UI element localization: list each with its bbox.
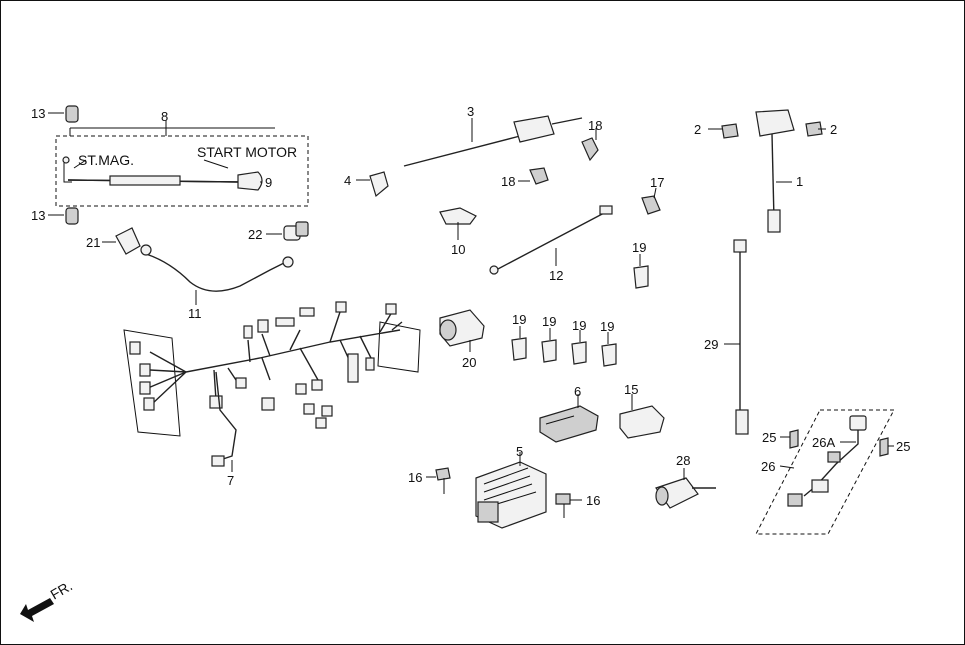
- callout-21: 21: [86, 235, 100, 250]
- relay-20: [439, 309, 485, 352]
- ignition-coil-28: [655, 468, 716, 509]
- callout-19-b: 19: [512, 312, 526, 327]
- bolt-17: [641, 187, 661, 215]
- ignition-wire-3: [403, 115, 583, 167]
- callout-9: 9: [265, 175, 272, 190]
- front-arrow-icon: [20, 598, 54, 622]
- callout-17: 17: [650, 175, 664, 190]
- bolt-18-mid: [518, 167, 549, 185]
- ground-cable-12: [489, 205, 613, 275]
- rubber-boot-21: [102, 227, 141, 255]
- callout-18-top: 18: [588, 118, 602, 133]
- callout-10: 10: [451, 242, 465, 257]
- sub-harness-29: [724, 239, 749, 435]
- callout-4: 4: [344, 173, 351, 188]
- callout-6: 6: [574, 384, 581, 399]
- fuse-holder-22: [266, 221, 309, 241]
- callout-8: 8: [161, 109, 168, 124]
- clip-19-e: [601, 332, 617, 367]
- bolt-2-left: [708, 123, 739, 139]
- callout-22: 22: [248, 227, 262, 242]
- callout-19-d: 19: [572, 318, 586, 333]
- battery-cable-11: [140, 244, 294, 305]
- caption-st-mag: ST.MAG.: [78, 152, 134, 168]
- callout-26a: 26A: [812, 435, 835, 450]
- screw-25-right: [879, 437, 894, 457]
- callout-25-right: 25: [896, 439, 910, 454]
- main-wire-harness-7: [123, 301, 421, 472]
- callout-7: 7: [227, 473, 234, 488]
- callout-18-mid: 18: [501, 174, 515, 189]
- callout-1: 1: [796, 174, 803, 189]
- callout-12: 12: [549, 268, 563, 283]
- callout-11: 11: [188, 306, 202, 321]
- callout-2-right: 2: [830, 122, 837, 137]
- connector-6: [539, 394, 599, 443]
- callout-28: 28: [676, 453, 690, 468]
- screw-25-left: [780, 429, 799, 449]
- callout-19-e: 19: [600, 319, 614, 334]
- callout-29: 29: [704, 337, 718, 352]
- clip-19-d: [571, 330, 587, 365]
- clip-19-c: [541, 328, 557, 363]
- callout-25-left: 25: [762, 430, 776, 445]
- leader-start-motor: [203, 159, 229, 169]
- callout-20: 20: [462, 355, 476, 370]
- bolt-2-right: [805, 121, 826, 137]
- callout-13-top: 13: [31, 106, 45, 121]
- callout-16-right: 16: [586, 493, 600, 508]
- regulator-5: [475, 452, 547, 529]
- callout-19-a: 19: [632, 240, 646, 255]
- clip-19-b: [511, 326, 527, 361]
- callout-19-c: 19: [542, 314, 556, 329]
- callout-16-left: 16: [408, 470, 422, 485]
- plug-cap-4: [356, 171, 389, 198]
- callout-26: 26: [761, 459, 775, 474]
- bolt-18-top: [581, 128, 599, 162]
- callout-3: 3: [467, 104, 474, 119]
- callout-5: 5: [516, 444, 523, 459]
- sensor-1: [755, 109, 795, 233]
- caption-start-motor: START MOTOR: [197, 144, 297, 160]
- callout-15: 15: [624, 382, 638, 397]
- cap-13-bottom: [48, 207, 79, 225]
- leader-st-mag: [73, 159, 87, 169]
- starter-cable: [62, 156, 263, 191]
- cap-13-top: [48, 105, 79, 123]
- bolt-16-right: [555, 493, 582, 518]
- callout-13-bottom: 13: [31, 208, 45, 223]
- caption-front: FR.: [48, 577, 76, 602]
- part-26-group-box: [755, 409, 895, 535]
- connector-15: [619, 394, 665, 439]
- clip-19-a: [633, 254, 649, 289]
- bolt-16-left: [426, 467, 451, 494]
- fuse-wire-26: [779, 415, 867, 507]
- callout-2-left: 2: [694, 122, 701, 137]
- clamp-10: [439, 207, 477, 240]
- part-8-group-box: [55, 135, 309, 207]
